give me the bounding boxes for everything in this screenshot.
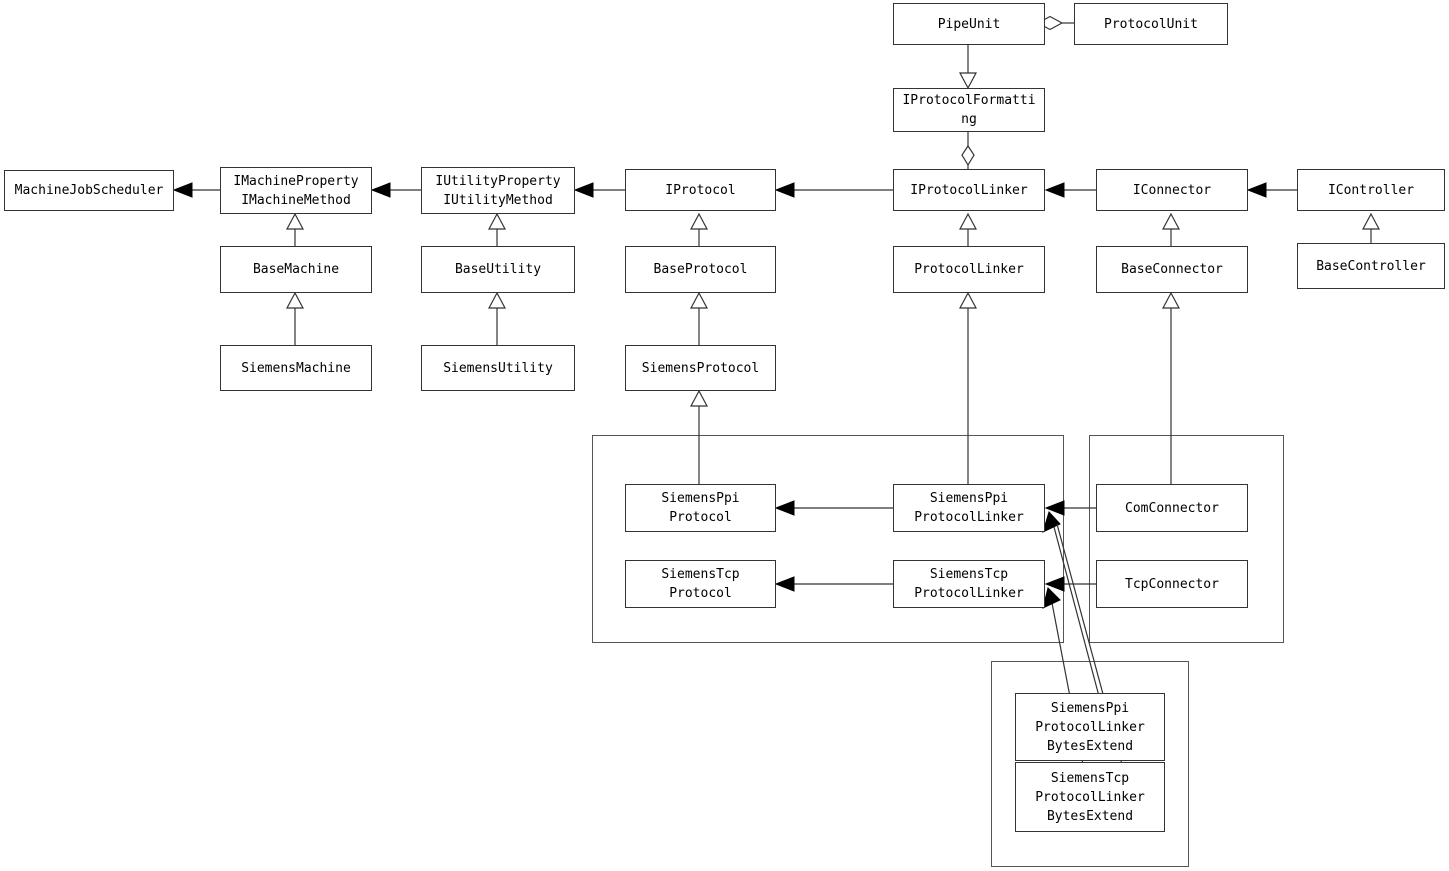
node-base-connector[interactable]: BaseConnector [1096,246,1248,293]
node-iconnector[interactable]: IConnector [1096,169,1248,211]
node-iprotocol-linker[interactable]: IProtocolLinker [893,169,1045,211]
node-siemens-ppi-protocol[interactable]: SiemensPpi Protocol [625,484,776,532]
node-iutility-property[interactable]: IUtilityProperty IUtilityMethod [421,167,575,214]
node-siemens-ppi-protocol-linker[interactable]: SiemensPpi ProtocolLinker [893,484,1045,532]
node-base-machine[interactable]: BaseMachine [220,246,372,293]
node-siemens-tcp-protocol-linker[interactable]: SiemensTcp ProtocolLinker [893,560,1045,608]
node-siemens-ppi-protocol-linker-bytes-extend[interactable]: SiemensPpi ProtocolLinker BytesExtend [1015,693,1165,761]
node-pipe-unit[interactable]: PipeUnit [893,3,1045,45]
node-tcp-connector[interactable]: TcpConnector [1096,560,1248,608]
node-siemens-machine[interactable]: SiemensMachine [220,345,372,391]
node-siemens-protocol[interactable]: SiemensProtocol [625,345,776,391]
node-siemens-tcp-protocol[interactable]: SiemensTcp Protocol [625,560,776,608]
node-siemens-utility[interactable]: SiemensUtility [421,345,575,391]
node-iprotocol-formatting[interactable]: IProtocolFormatti ng [893,88,1045,132]
node-base-utility[interactable]: BaseUtility [421,246,575,293]
group-connector-implementations [1089,435,1284,643]
node-icontroller[interactable]: IController [1297,169,1445,211]
node-machine-job-scheduler[interactable]: MachineJobScheduler [4,170,174,211]
node-protocol-linker[interactable]: ProtocolLinker [893,246,1045,293]
node-imachine-property[interactable]: IMachineProperty IMachineMethod [220,167,372,214]
node-iprotocol[interactable]: IProtocol [625,169,776,211]
node-base-protocol[interactable]: BaseProtocol [625,246,776,293]
group-siemens-protocol-implementations [592,435,1064,643]
node-protocol-unit[interactable]: ProtocolUnit [1074,3,1228,45]
node-siemens-tcp-protocol-linker-bytes-extend[interactable]: SiemensTcp ProtocolLinker BytesExtend [1015,762,1165,832]
node-com-connector[interactable]: ComConnector [1096,484,1248,532]
node-base-controller[interactable]: BaseController [1297,243,1445,289]
